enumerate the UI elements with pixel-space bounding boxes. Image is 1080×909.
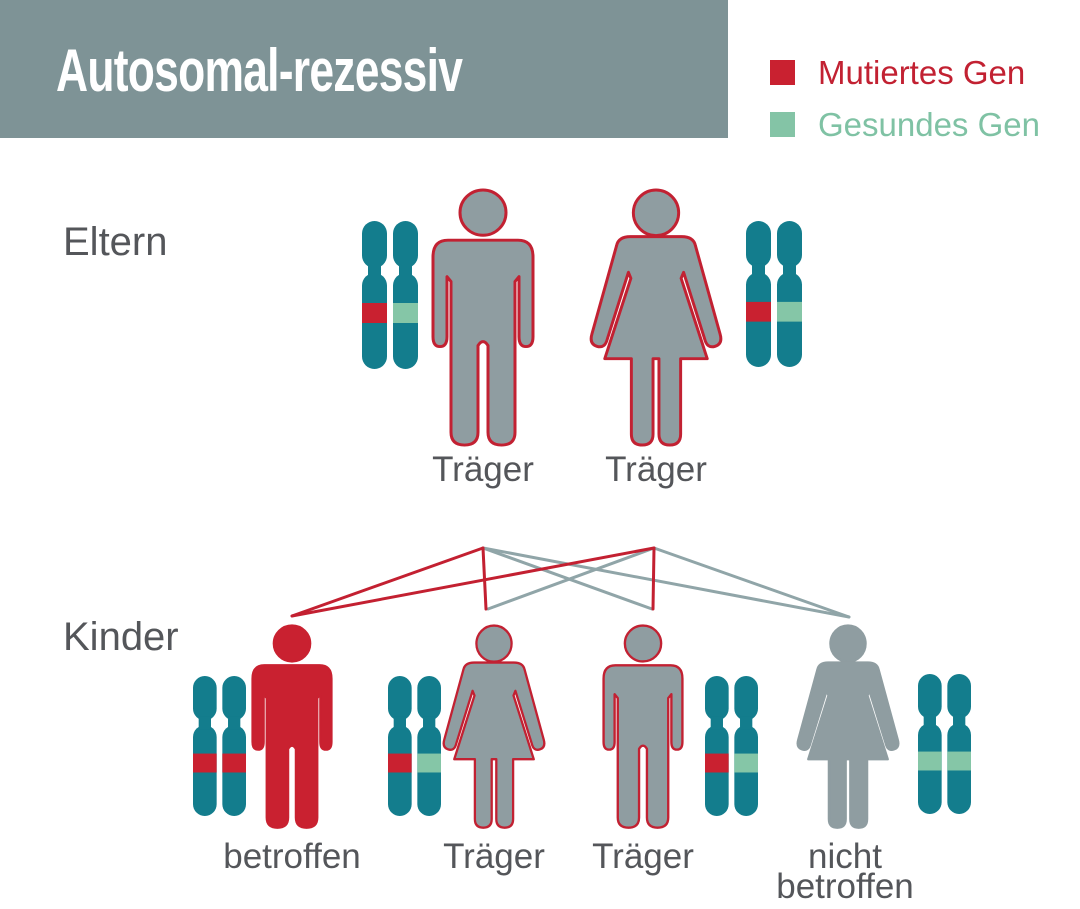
chromosome-body [362,221,418,369]
chromosome-pair-father [362,221,418,369]
child3-figure [602,624,684,829]
gene-band-left [362,303,387,323]
male-pictogram [431,188,535,447]
gene-band-left [918,751,942,771]
gene-band-right [393,303,418,323]
legend-label-healthy-gene: Gesundes Gen [818,106,1040,143]
child2-status-label: Träger [443,837,545,876]
child4-status-label: nicht betroffen [776,837,914,906]
chromosome-body [746,221,802,367]
mother-figure [589,188,723,447]
chromosome-body [918,674,971,814]
line-mother-child2 [486,546,656,611]
gene-band-right [777,301,802,322]
mother-status-label: Träger [605,450,707,489]
chromosome-pair-child1 [193,676,246,816]
page-title: Autosomal-rezessiv [56,37,463,104]
line-father-child2 [481,546,488,611]
legend-label-mutated-gene: Mutiertes Gen [818,54,1026,91]
healthy-gene-lines [481,546,851,619]
chromosome-pair-mother [746,221,802,367]
legend-swatch-healthy-gene [770,112,795,137]
line-mother-child4 [652,546,851,619]
male-pictogram [602,624,684,829]
chromosome-body [705,676,758,816]
line-father-child4 [481,546,851,619]
female-pictogram [796,624,900,829]
line-father-child3 [481,546,654,611]
line-father-child1 [290,546,485,618]
male-pictogram [251,624,333,829]
gene-band-right [417,753,441,773]
female-pictogram [442,624,546,829]
parents-row-label: Eltern [63,220,168,264]
line-mother-child1 [290,546,656,618]
child1-status-label: betroffen [223,837,361,876]
chromosome-body [388,676,441,816]
mutated-gene-lines [290,546,656,618]
father-figure [431,188,535,447]
chromosome-body [193,676,246,816]
gene-band-left [746,301,771,322]
chromosome-pair-child3 [705,676,758,816]
header-bar: Autosomal-rezessiv [0,0,728,138]
child3-status-label: Träger [592,837,694,876]
child1-figure [251,624,333,829]
line-mother-child3 [651,546,656,611]
gene-band-left [193,753,217,773]
gene-band-left [388,753,412,773]
gene-band-right [222,753,246,773]
gene-band-right [734,753,758,773]
female-pictogram [589,188,723,447]
gene-band-right [947,751,971,771]
children-row-label: Kinder [63,615,179,659]
chromosome-pair-child2 [388,676,441,816]
father-status-label: Träger [432,450,534,489]
gene-band-left [705,753,729,773]
chromosome-pair-child4 [918,674,971,814]
legend-swatch-mutated-gene [770,60,795,85]
child4-figure [796,624,900,829]
child2-figure [442,624,546,829]
